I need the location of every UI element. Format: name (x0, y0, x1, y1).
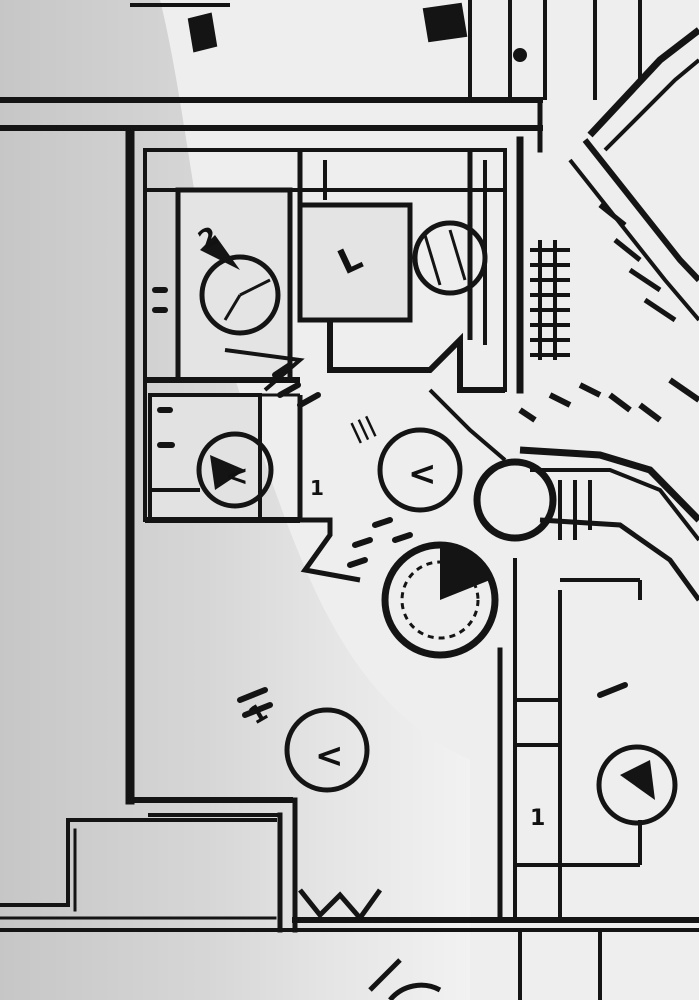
label-corridor: 1 (310, 476, 324, 500)
fixture-circle-1 (199, 254, 281, 336)
upper-rooms (143, 148, 507, 583)
clock-large-room: < (225, 459, 248, 492)
diagonal-wing (518, 27, 699, 602)
fixture-circle-4 (377, 427, 463, 513)
fixture-circle-5 (284, 707, 370, 793)
fixture-circle-3 (196, 431, 274, 509)
clock-corridor: < (315, 736, 344, 776)
clock-marks: < < < (225, 454, 437, 776)
top-details (130, 0, 642, 100)
spiral-stair-fill (440, 545, 490, 600)
right-lower-room (515, 578, 642, 1000)
door-marks (298, 888, 442, 1000)
clock-upper-mid: < (408, 454, 437, 494)
exterior-walls (0, 97, 699, 933)
fixture-circle-6 (596, 744, 678, 826)
label-right-room: 1 (530, 806, 545, 831)
hatch-marks (152, 287, 628, 718)
fixture-circle-7 (473, 458, 557, 542)
fixtures (196, 220, 678, 826)
fixture-circle-2 (412, 220, 488, 296)
stair-treads (530, 240, 570, 360)
